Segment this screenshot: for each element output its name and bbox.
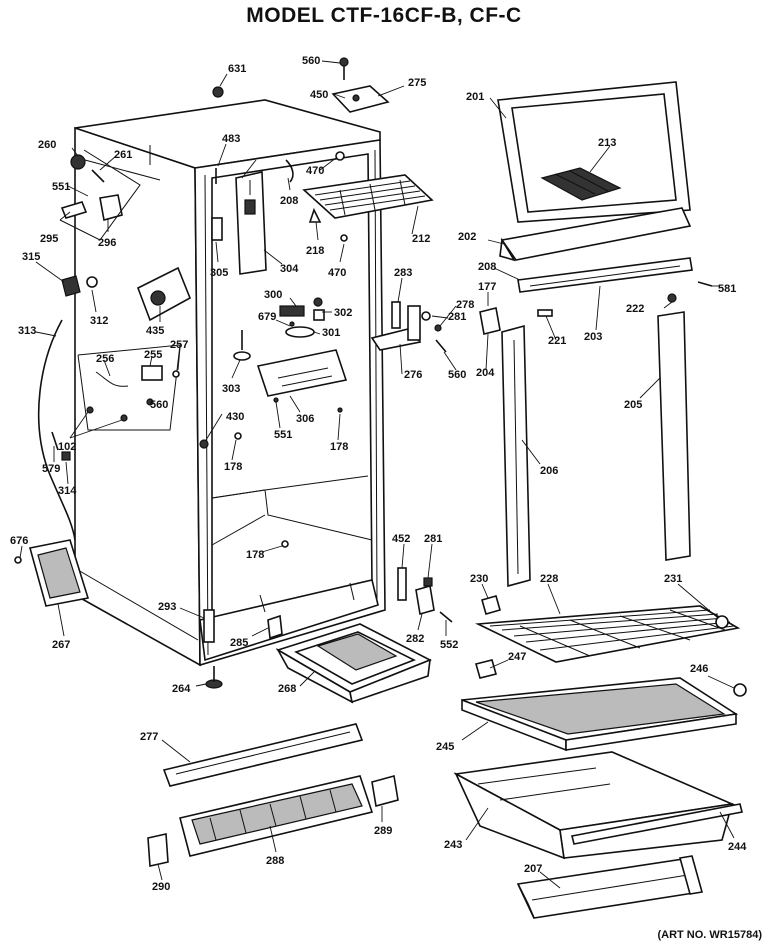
callout-246: 246 bbox=[690, 663, 708, 675]
callout-276: 276 bbox=[404, 369, 422, 381]
callout-560-mid: 560 bbox=[448, 369, 466, 381]
callout-301: 301 bbox=[322, 327, 340, 339]
callout-281-upper: 281 bbox=[448, 311, 466, 323]
callout-450: 450 bbox=[310, 89, 328, 101]
callout-178-b: 178 bbox=[330, 441, 348, 453]
top-parts bbox=[199, 57, 434, 548]
callout-222: 222 bbox=[626, 303, 644, 315]
callout-305: 305 bbox=[210, 267, 228, 279]
callout-430: 430 bbox=[226, 411, 244, 423]
callout-207: 207 bbox=[524, 863, 542, 875]
callout-679: 679 bbox=[258, 311, 276, 323]
callout-306: 306 bbox=[296, 413, 314, 425]
callout-551-mid: 551 bbox=[274, 429, 292, 441]
callout-267: 267 bbox=[52, 639, 70, 651]
callout-281-lower: 281 bbox=[424, 533, 442, 545]
callout-314: 314 bbox=[58, 485, 77, 497]
callout-268: 268 bbox=[278, 683, 296, 695]
callout-470-top: 470 bbox=[306, 165, 324, 177]
door-bin bbox=[516, 855, 704, 919]
callout-293: 293 bbox=[158, 601, 176, 613]
callout-260: 260 bbox=[38, 139, 56, 151]
callout-483: 483 bbox=[222, 133, 240, 145]
callout-303: 303 bbox=[222, 383, 240, 395]
hinge-parts bbox=[203, 301, 453, 689]
callout-213: 213 bbox=[598, 137, 616, 149]
callout-257: 257 bbox=[170, 339, 188, 351]
callout-labels: 631 560 275 450 201 483 470 260 261 551 … bbox=[10, 55, 747, 893]
callout-275: 275 bbox=[408, 77, 426, 89]
freezer-door-liner bbox=[479, 81, 713, 588]
callout-230: 230 bbox=[470, 573, 488, 585]
callout-282: 282 bbox=[406, 633, 424, 645]
callout-208-door: 208 bbox=[478, 261, 496, 273]
shelves bbox=[461, 595, 747, 752]
callout-551-left: 551 bbox=[52, 181, 70, 193]
callout-552: 552 bbox=[440, 639, 458, 651]
callout-296: 296 bbox=[98, 237, 116, 249]
diagram-title: MODEL CTF-16CF-B, CF-C bbox=[246, 4, 522, 27]
callout-560-top: 560 bbox=[302, 55, 320, 67]
callout-304: 304 bbox=[280, 263, 299, 275]
callout-300: 300 bbox=[264, 289, 282, 301]
callout-201: 201 bbox=[466, 91, 484, 103]
callout-221: 221 bbox=[548, 335, 566, 347]
callout-255: 255 bbox=[144, 349, 162, 361]
callout-285: 285 bbox=[230, 637, 248, 649]
callout-212: 212 bbox=[412, 233, 430, 245]
callout-290: 290 bbox=[152, 881, 170, 893]
callout-231: 231 bbox=[664, 573, 682, 585]
callout-581: 581 bbox=[718, 283, 736, 295]
callout-264: 264 bbox=[172, 683, 191, 695]
callout-295: 295 bbox=[40, 233, 58, 245]
leader-lines bbox=[19, 60, 735, 889]
callout-178-a: 178 bbox=[224, 461, 242, 473]
callout-283: 283 bbox=[394, 267, 412, 279]
callout-243: 243 bbox=[444, 839, 462, 851]
refrigerator-cabinet bbox=[74, 99, 386, 667]
meat-pan bbox=[275, 623, 432, 704]
callout-247: 247 bbox=[508, 651, 526, 663]
callout-203: 203 bbox=[584, 331, 602, 343]
callout-452: 452 bbox=[392, 533, 410, 545]
trim-parts bbox=[147, 723, 399, 867]
callout-204: 204 bbox=[476, 367, 495, 379]
callout-315: 315 bbox=[22, 251, 40, 263]
callout-289: 289 bbox=[374, 825, 392, 837]
callout-288: 288 bbox=[266, 855, 284, 867]
callout-277: 277 bbox=[140, 731, 158, 743]
callout-278: 278 bbox=[456, 299, 474, 311]
callout-228: 228 bbox=[540, 573, 558, 585]
callout-102: 102 bbox=[58, 441, 76, 453]
callout-435: 435 bbox=[146, 325, 164, 337]
callout-470-lower: 470 bbox=[328, 267, 346, 279]
callout-244: 244 bbox=[728, 841, 747, 853]
callout-313: 313 bbox=[18, 325, 36, 337]
callout-560-left: 560 bbox=[150, 399, 168, 411]
callout-206: 206 bbox=[540, 465, 558, 477]
callout-302: 302 bbox=[334, 307, 352, 319]
callout-261: 261 bbox=[114, 149, 132, 161]
callout-178-c: 178 bbox=[246, 549, 264, 561]
callout-312: 312 bbox=[90, 315, 108, 327]
crisper-pan bbox=[453, 751, 743, 860]
callout-631: 631 bbox=[228, 63, 246, 75]
callout-579: 579 bbox=[42, 463, 60, 475]
callout-205: 205 bbox=[624, 399, 642, 411]
art-number: (ART NO. WR15784) bbox=[657, 929, 762, 941]
callout-177: 177 bbox=[478, 281, 496, 293]
callout-218: 218 bbox=[306, 245, 324, 257]
callout-256: 256 bbox=[96, 353, 114, 365]
callout-245: 245 bbox=[436, 741, 454, 753]
callout-208-freezer: 208 bbox=[280, 195, 298, 207]
callout-202: 202 bbox=[458, 231, 476, 243]
callout-676: 676 bbox=[10, 535, 28, 547]
